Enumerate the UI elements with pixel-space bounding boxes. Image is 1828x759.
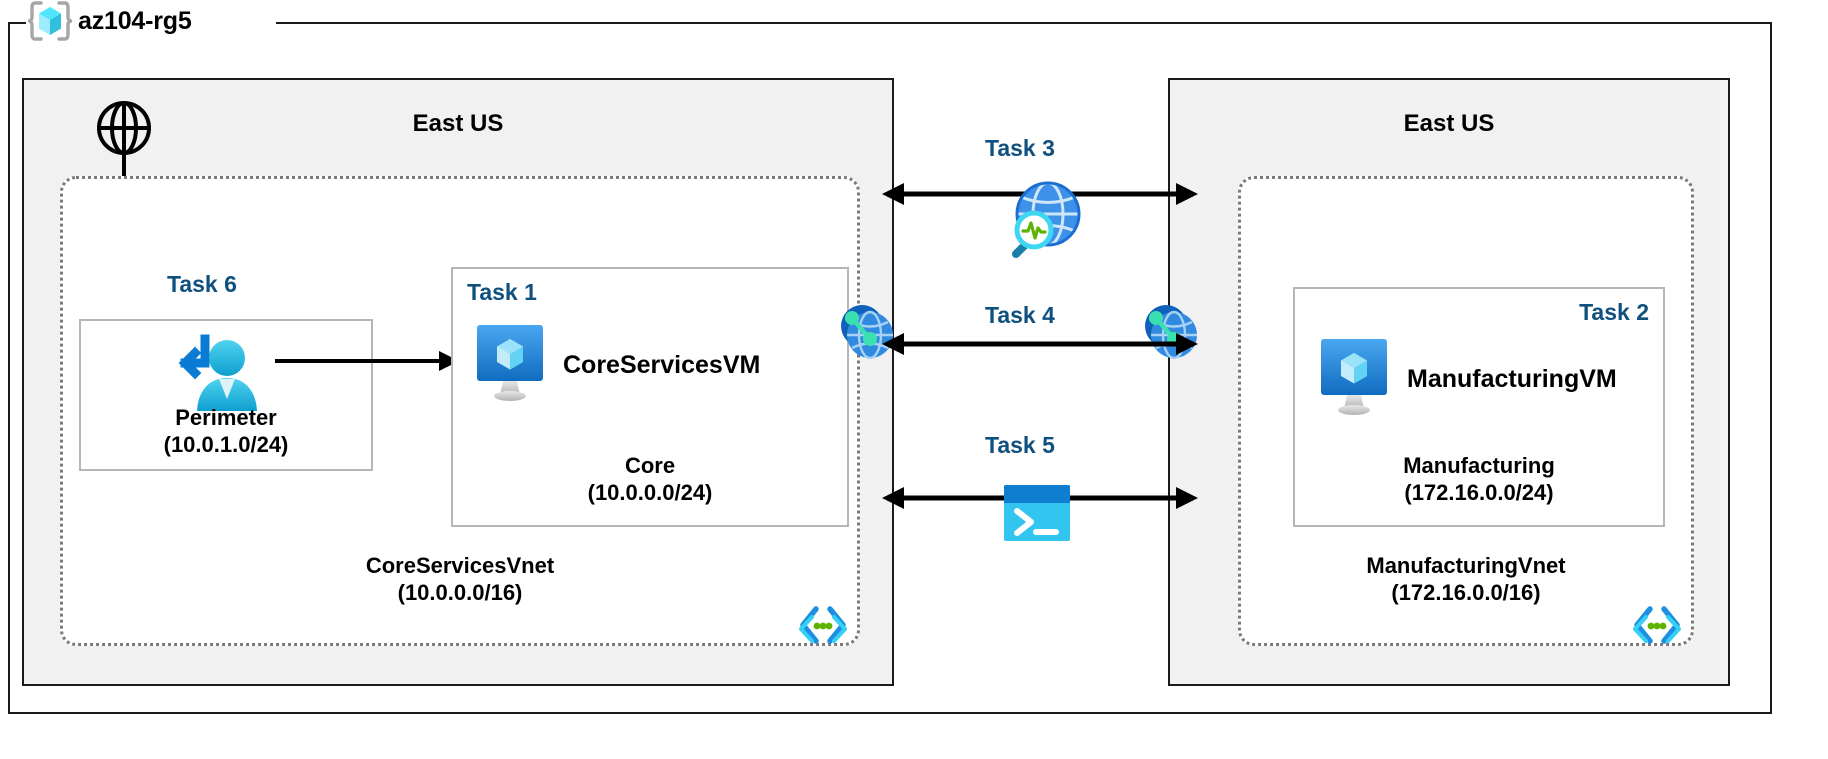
region-east-us-left: East US Task 6	[22, 78, 894, 686]
subnet-perimeter: Perimeter (10.0.1.0/24)	[79, 319, 373, 471]
user-inbound-icon	[169, 333, 273, 422]
region-east-us-right: East US Task 2	[1168, 78, 1730, 686]
vnet-coreservicesvnet: Task 6 Pe	[60, 176, 860, 646]
task-label-2: Task 2	[1579, 299, 1649, 325]
subnet-manufacturing-text: Manufacturing (172.16.0.0/24)	[1295, 453, 1663, 507]
task-label-5: Task 5	[985, 432, 1055, 458]
azure-resource-group-icon	[28, 0, 72, 43]
vnet-coreservicesvnet-name: CoreServicesVnet	[365, 553, 555, 579]
subnet-manufacturing: Task 2	[1293, 287, 1665, 527]
network-watcher-icon	[1000, 180, 1086, 265]
subnet-perimeter-text: Perimeter (10.0.1.0/24)	[81, 405, 371, 459]
task-label-3: Task 3	[985, 135, 1055, 161]
vm-manufacturingvm-label: ManufacturingVM	[1407, 365, 1617, 393]
virtual-machine-icon	[1317, 337, 1391, 422]
vnet-manufacturingvnet: Task 2	[1238, 176, 1694, 646]
subnet-core: Task 1	[451, 267, 849, 527]
resource-group-header: az104-rg5	[26, 0, 202, 44]
virtual-machine-icon	[473, 323, 547, 408]
subnet-core-name: Core	[624, 453, 676, 479]
subnet-manufacturing-cidr: (172.16.0.0/24)	[1404, 480, 1554, 506]
vm-coreservicesvm-label: CoreServicesVM	[563, 351, 761, 379]
cloud-shell-icon	[1000, 483, 1074, 550]
subnet-core-text: Core (10.0.0.0/24)	[453, 453, 847, 507]
task-label-4: Task 4	[985, 302, 1055, 328]
resource-group-name: az104-rg5	[78, 6, 192, 35]
perimeter-to-core-line	[275, 359, 445, 363]
vnet-peering-icon	[836, 300, 898, 362]
task4-double-arrow	[882, 333, 1198, 355]
code-brackets-icon	[797, 603, 849, 647]
subnet-perimeter-cidr: (10.0.1.0/24)	[163, 432, 289, 458]
perimeter-to-core-arrowhead	[439, 351, 459, 371]
task-label-6: Task 6	[167, 271, 237, 297]
subnet-perimeter-name: Perimeter	[175, 405, 277, 431]
code-brackets-icon	[1631, 603, 1683, 647]
subnet-core-cidr: (10.0.0.0/24)	[587, 480, 713, 506]
region-left-title: East US	[412, 110, 504, 137]
subnet-manufacturing-name: Manufacturing	[1403, 453, 1555, 479]
task-label-1: Task 1	[467, 279, 537, 305]
vm-manufacturingvm: ManufacturingVM	[1317, 337, 1617, 422]
vnet-coreservicesvnet-cidr: (10.0.0.0/16)	[397, 580, 523, 606]
globe-icon	[96, 100, 152, 161]
vnet-manufacturingvnet-text: ManufacturingVnet (172.16.0.0/16)	[1241, 553, 1691, 607]
vnet-manufacturingvnet-cidr: (172.16.0.0/16)	[1391, 580, 1541, 606]
region-right-title: East US	[1403, 110, 1495, 137]
vnet-coreservicesvnet-text: CoreServicesVnet (10.0.0.0/16)	[63, 553, 857, 607]
vm-coreservicesvm: CoreServicesVM	[473, 323, 760, 408]
vnet-manufacturingvnet-name: ManufacturingVnet	[1366, 553, 1566, 579]
